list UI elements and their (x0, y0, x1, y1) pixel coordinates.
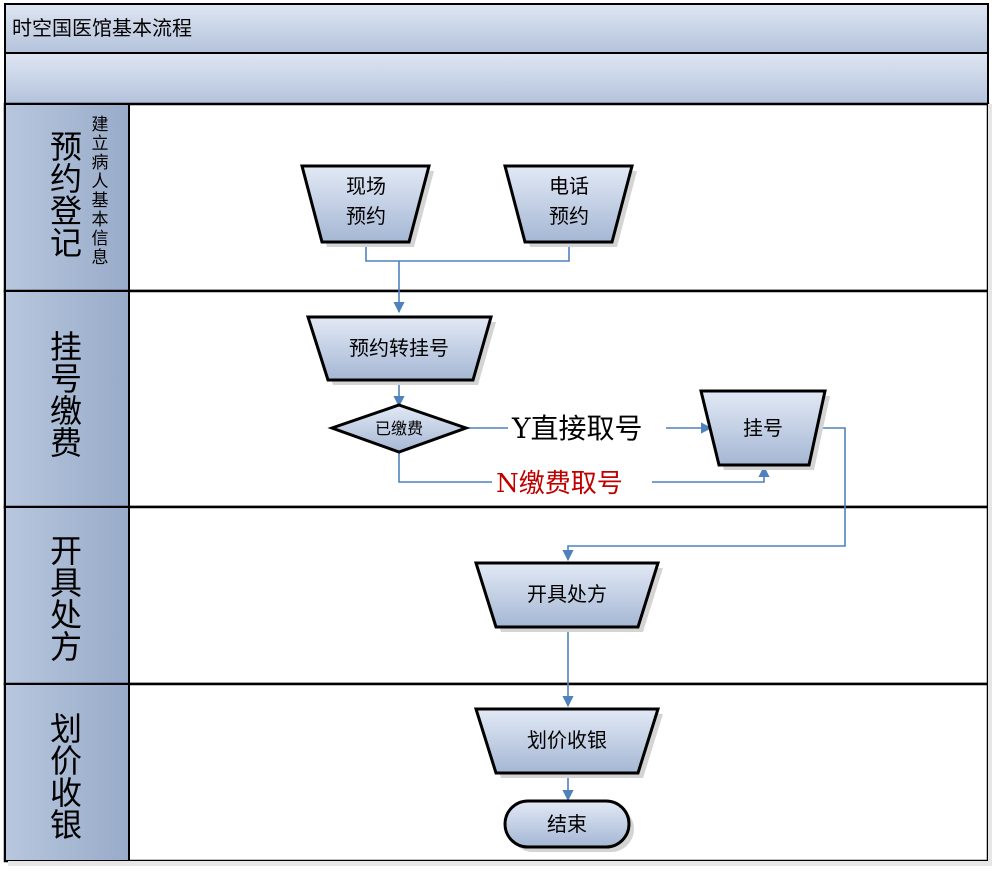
node-convert-label: 预约转挂号 (349, 336, 449, 360)
node-register: 挂号 (699, 389, 827, 467)
lane-header-registration (4, 103, 130, 292)
svg-text:电话预约: 电话预约 (549, 174, 589, 228)
lane-header-payment (4, 290, 130, 508)
connectors (365, 242, 846, 802)
edge-register-to-prescribe (562, 427, 846, 562)
node-end: 结束 (503, 799, 634, 852)
lane-label-prescription: 开具处方 (50, 532, 82, 666)
lane-sublabel-registration: 建立病人基本信息 (92, 115, 109, 268)
node-prescribe-label: 开具处方 (527, 582, 607, 606)
node-onsite: 现场预约 (300, 164, 431, 244)
node-paid-label: 已缴费 (375, 419, 423, 438)
node-register-label: 挂号 (743, 416, 783, 440)
nodes: 现场预约 电话预约 预约转挂号 已缴费 挂号 开具处方 划价收银 (300, 164, 830, 852)
node-end-label: 结束 (547, 812, 587, 836)
node-prescribe: 开具处方 (473, 561, 661, 629)
lane-label-registration: 预约登记 (50, 128, 82, 262)
node-convert: 预约转挂号 (305, 315, 493, 382)
node-cashier: 划价收银 (473, 707, 661, 775)
diagram-title: 时空国医馆基本流程 (12, 16, 192, 40)
swimlanes (3, 102, 992, 866)
node-phone: 电话预约 (503, 164, 634, 244)
node-cashier-label: 划价收银 (527, 728, 607, 752)
edge-phone-merge (399, 242, 570, 262)
svg-text:现场预约: 现场预约 (346, 174, 386, 228)
lane-registration (3, 102, 990, 293)
lane-label-payment: 挂号缴费 (50, 328, 82, 462)
edge-paid-no (398, 452, 492, 483)
node-paid-decision: 已缴费 (327, 403, 471, 454)
edge-paid-no-arrow (652, 465, 770, 483)
edge-onsite-merge (365, 242, 399, 262)
title-bar (4, 3, 989, 54)
phase-header-bar (4, 52, 989, 105)
lane-label-cashier: 划价收银 (50, 710, 82, 844)
edge-label-no: N缴费取号 (496, 469, 623, 499)
edge-label-yes: Y直接取号 (511, 412, 643, 445)
lane-labels: 预约登记 建立病人基本信息 挂号缴费 开具处方 划价收银 (50, 115, 109, 844)
